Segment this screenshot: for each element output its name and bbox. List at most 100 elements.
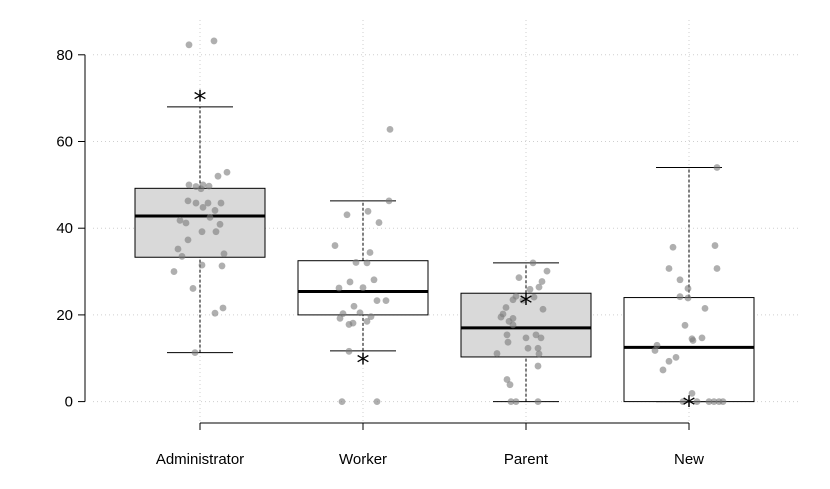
data-point	[363, 259, 371, 267]
data-point	[524, 344, 532, 352]
data-point	[665, 265, 673, 272]
y-tick-label: 20	[56, 307, 73, 324]
data-point	[385, 197, 393, 205]
data-point	[681, 321, 689, 329]
data-point	[522, 334, 530, 342]
data-point	[543, 267, 551, 275]
data-point	[217, 199, 225, 207]
data-point	[331, 242, 339, 249]
data-point	[676, 293, 684, 301]
data-point	[191, 349, 199, 357]
data-point	[216, 220, 224, 228]
data-point	[218, 262, 226, 270]
data-point	[669, 243, 677, 251]
data-point	[359, 284, 367, 291]
data-point	[350, 302, 358, 310]
data-point	[364, 207, 372, 215]
data-point	[198, 228, 206, 236]
data-point	[503, 331, 511, 339]
x-tick-label: Parent	[504, 451, 549, 468]
data-point	[502, 304, 510, 311]
data-point	[651, 347, 659, 354]
data-point	[373, 297, 381, 304]
data-point	[705, 398, 713, 405]
x-tick-label: Administrator	[156, 451, 244, 468]
data-point	[336, 314, 344, 322]
data-point	[538, 278, 546, 285]
data-point	[665, 357, 673, 365]
data-point	[205, 182, 213, 190]
data-point	[684, 285, 692, 292]
data-point	[529, 259, 537, 267]
data-point	[698, 334, 706, 342]
data-point	[537, 334, 545, 342]
data-point	[199, 203, 207, 211]
data-point	[534, 362, 542, 370]
data-point	[526, 285, 534, 293]
data-point	[515, 274, 523, 282]
data-point	[373, 398, 381, 405]
data-point	[530, 293, 538, 301]
data-point	[375, 219, 383, 226]
data-point	[653, 341, 661, 349]
data-point	[534, 344, 542, 352]
mean-marker: *	[683, 392, 696, 422]
data-point	[356, 309, 364, 317]
data-point	[693, 398, 701, 405]
data-point	[345, 347, 353, 355]
data-point	[509, 321, 517, 329]
data-point	[503, 376, 511, 383]
data-point	[507, 398, 515, 405]
mean-marker: *	[520, 290, 533, 320]
data-point	[184, 197, 192, 205]
data-point	[184, 236, 192, 244]
data-point	[370, 276, 378, 284]
data-point	[182, 219, 190, 227]
data-point	[338, 398, 346, 405]
data-point	[504, 338, 512, 346]
data-point	[519, 296, 527, 304]
data-point	[192, 199, 200, 207]
data-point	[539, 305, 547, 313]
data-point	[210, 37, 218, 45]
data-point	[711, 242, 719, 249]
data-point	[534, 398, 542, 405]
data-point	[178, 252, 186, 260]
data-point	[535, 283, 543, 291]
data-point	[185, 181, 193, 189]
data-point	[174, 245, 182, 253]
data-point	[719, 398, 727, 405]
data-point	[493, 350, 501, 357]
data-point	[345, 321, 353, 328]
mean-marker: *	[194, 86, 207, 116]
data-point	[710, 398, 718, 405]
box-administrator	[134, 187, 266, 258]
data-point	[701, 304, 709, 312]
data-point	[176, 216, 184, 224]
data-point	[382, 297, 390, 304]
data-point	[170, 268, 178, 275]
data-point	[509, 296, 517, 304]
data-point	[512, 398, 520, 405]
data-point	[192, 183, 200, 190]
data-point	[198, 261, 206, 269]
box-new	[623, 297, 755, 403]
data-point	[659, 366, 667, 374]
data-point	[346, 278, 354, 286]
y-tick-label: 80	[56, 47, 73, 64]
data-point	[204, 199, 212, 207]
data-point	[211, 207, 219, 214]
data-point	[335, 284, 343, 292]
data-point	[352, 259, 360, 266]
x-tick-label: Worker	[339, 451, 387, 468]
data-point	[189, 285, 197, 292]
data-point	[206, 213, 214, 221]
data-point	[220, 250, 228, 258]
data-point	[366, 249, 374, 256]
data-point	[367, 313, 375, 321]
data-point	[223, 168, 231, 176]
y-tick-label: 60	[56, 134, 73, 151]
data-point	[684, 294, 692, 302]
data-point	[688, 389, 696, 397]
